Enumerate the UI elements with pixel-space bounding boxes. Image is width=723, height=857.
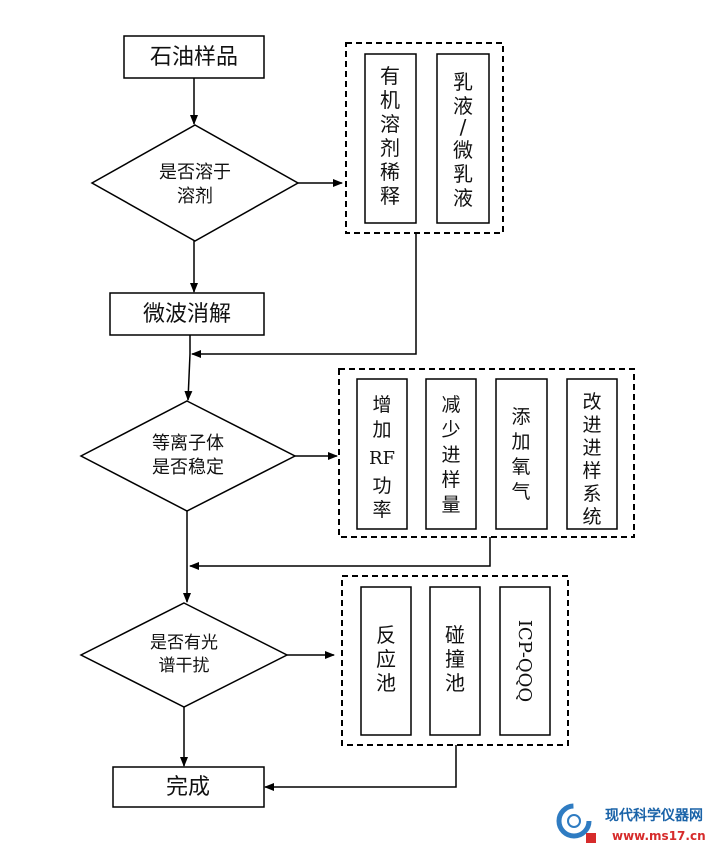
microwave-box: 微波消解: [109, 292, 265, 336]
solvent-options-group: [345, 42, 504, 234]
decision-spectral-line2: 谱干扰: [159, 656, 210, 676]
svg-text:量: 量: [441, 494, 460, 516]
interference-options-group: [341, 575, 569, 746]
svg-text:机: 机: [380, 88, 400, 112]
svg-text:池: 池: [445, 671, 465, 695]
option-collision-cell: 碰 撞 池: [429, 586, 481, 736]
svg-text:改: 改: [582, 391, 601, 413]
decision-plasma: 等离子体 是否稳定: [79, 400, 297, 512]
arrow-solvent-options-return: [191, 233, 417, 358]
svg-text:撞: 撞: [445, 647, 465, 671]
icp-qqq-label: ICP-QQQ: [514, 620, 535, 702]
svg-text:乳: 乳: [453, 162, 473, 186]
decision-solvent-line1: 是否溶于: [159, 162, 231, 183]
watermark-title: 现代科学仪器网: [605, 807, 703, 824]
decision-plasma-line2: 是否稳定: [152, 457, 224, 478]
svg-text:功: 功: [372, 475, 391, 497]
decision-solvent-line2: 溶剂: [177, 186, 213, 207]
arrow-to-plasma: [184, 353, 193, 401]
svg-text:加: 加: [511, 431, 530, 453]
option-reduce-sample: 减 少 进 样 量: [425, 378, 477, 530]
arrow-plasma-options-return: [189, 537, 491, 570]
done-box: 完成: [112, 766, 265, 808]
option-reaction-cell: 反 应 池: [360, 586, 412, 736]
svg-text:乳: 乳: [453, 70, 473, 94]
decision-plasma-line1: 等离子体: [152, 433, 224, 454]
svg-text:减: 减: [441, 394, 460, 416]
svg-text:释: 释: [380, 184, 400, 208]
decision-solvent: 是否溶于 溶剂: [90, 124, 300, 242]
svg-text:进: 进: [582, 437, 601, 459]
svg-text:氧: 氧: [511, 456, 530, 478]
option-organic-dilution: 有 机 溶 剂 稀 释: [364, 53, 417, 224]
svg-text:反: 反: [376, 623, 396, 647]
svg-text:碰: 碰: [445, 623, 465, 647]
svg-text:池: 池: [376, 671, 396, 695]
sample-label: 石油样品: [150, 45, 238, 70]
svg-text:增: 增: [372, 394, 391, 416]
svg-text:应: 应: [376, 647, 396, 671]
decision-spectral: 是否有光 谱干扰: [79, 602, 289, 708]
svg-text:/: /: [460, 115, 467, 139]
svg-text:微: 微: [453, 138, 473, 162]
svg-text:样: 样: [582, 460, 601, 482]
svg-text:溶: 溶: [380, 112, 400, 136]
option-increase-rf: 增 加 RF 功 率: [356, 378, 408, 530]
svg-text:加: 加: [372, 419, 391, 441]
svg-text:进: 进: [441, 444, 460, 466]
svg-text:率: 率: [372, 499, 391, 521]
svg-text:液: 液: [453, 186, 473, 210]
svg-text:RF: RF: [369, 448, 395, 469]
decision-spectral-line1: 是否有光: [150, 633, 218, 653]
option-emulsion: 乳 液 / 微 乳 液: [436, 53, 490, 224]
arrow-interference-options-return: [264, 745, 457, 791]
watermark: 现代科学仪器网 www.ms17.cn: [556, 803, 706, 843]
done-label: 完成: [166, 775, 210, 800]
option-icp-qqq: ICP-QQQ: [499, 586, 551, 736]
microwave-label: 微波消解: [143, 302, 231, 327]
svg-text:进: 进: [582, 414, 601, 436]
svg-text:少: 少: [441, 419, 460, 441]
watermark-logo-icon: [556, 803, 596, 843]
option-improve-intro: 改 进 进 样 系 统: [566, 378, 618, 530]
svg-text:稀: 稀: [380, 160, 400, 184]
svg-text:剂: 剂: [380, 136, 400, 160]
svg-text:添: 添: [511, 406, 530, 428]
svg-text:系: 系: [582, 483, 601, 505]
svg-text:气: 气: [511, 481, 530, 503]
svg-text:统: 统: [582, 506, 601, 528]
option-add-oxygen: 添 加 氧 气: [495, 378, 548, 530]
svg-text:有: 有: [380, 64, 400, 88]
watermark-url: www.ms17.cn: [612, 829, 706, 843]
svg-text:液: 液: [453, 94, 473, 118]
sample-box: 石油样品: [123, 35, 265, 79]
svg-text:样: 样: [441, 469, 460, 491]
plasma-options-group: [338, 368, 635, 538]
